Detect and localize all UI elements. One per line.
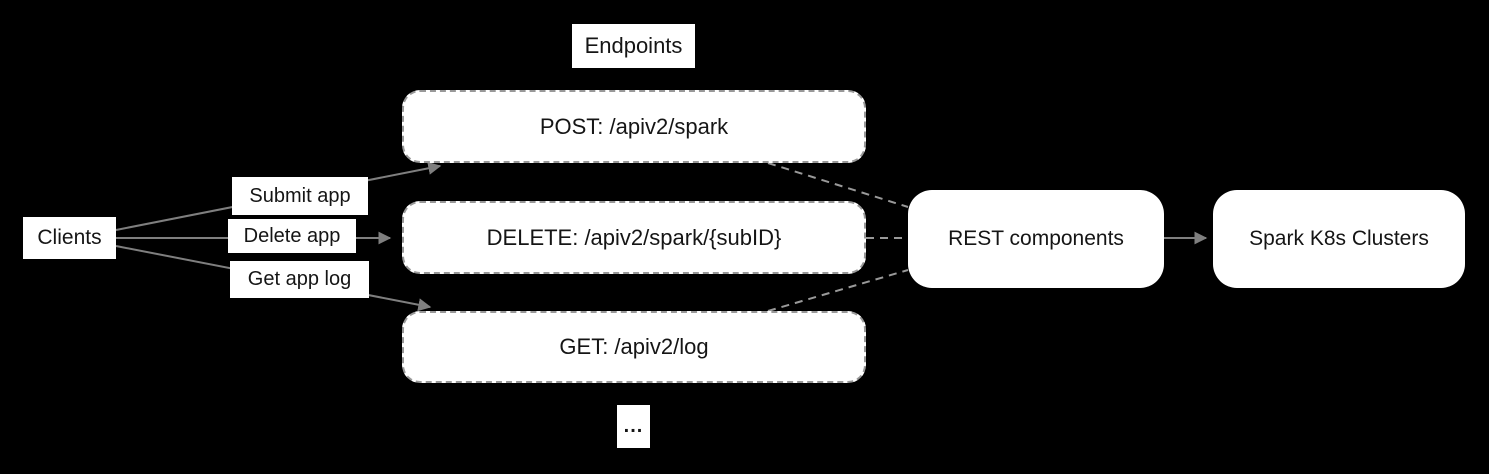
node-more-endpoints: ... — [617, 405, 650, 448]
edge-post-rest-dashed — [767, 162, 909, 208]
node-spark-k8s-clusters: Spark K8s Clusters — [1213, 190, 1465, 288]
node-delete-endpoint: DELETE: /apiv2/spark/{subID} — [402, 201, 866, 274]
edge-label-submit-app: Submit app — [232, 177, 368, 215]
edge-label-get-app-log: Get app log — [230, 261, 369, 298]
edge-get-rest-dashed — [767, 269, 909, 312]
node-get-endpoint: GET: /apiv2/log — [402, 311, 866, 383]
node-clients: Clients — [23, 217, 116, 259]
endpoints-group-title: Endpoints — [572, 24, 695, 68]
edge-label-delete-app: Delete app — [228, 219, 356, 253]
node-post-endpoint: POST: /apiv2/spark — [402, 90, 866, 163]
node-rest-components: REST components — [908, 190, 1164, 288]
